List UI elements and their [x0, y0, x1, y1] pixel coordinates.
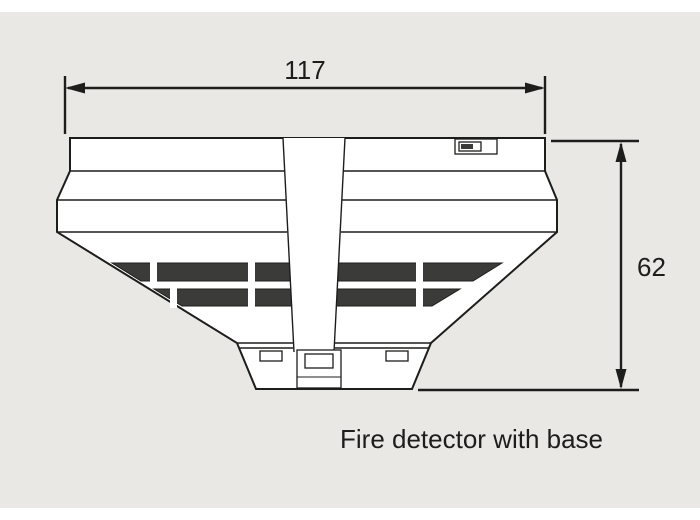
arrowhead-left [65, 82, 85, 94]
height-dimension: 62 [418, 139, 666, 392]
vent-divider [248, 261, 255, 283]
arrowhead-right [525, 82, 545, 94]
vent-divider [170, 287, 177, 308]
bottom-slot-right [385, 350, 409, 362]
height-dimension-label: 62 [637, 252, 666, 282]
detector-drawing [56, 137, 558, 390]
bottom-head [259, 349, 409, 389]
latch-mark [461, 144, 473, 149]
center-channel [282, 137, 346, 353]
vent-divider [416, 261, 423, 283]
detector-edge-lines [57, 170, 557, 233]
arrowhead-down [615, 369, 627, 389]
bottom-center-inset [304, 353, 334, 369]
cone-rim [237, 342, 431, 349]
center-channel-face [283, 138, 345, 352]
center-channel-right-edge [333, 137, 346, 353]
vent-divider [248, 287, 255, 308]
vent-divider [150, 261, 157, 283]
arrowhead-up [615, 142, 627, 162]
center-channel-left-edge [282, 137, 295, 353]
base-latch-detail [454, 138, 498, 155]
width-dimension-label: 117 [284, 55, 325, 85]
vent-divider [416, 287, 423, 308]
width-dimension: 117 [63, 55, 547, 134]
bottom-slot-left [259, 350, 283, 362]
figure-caption: Fire detector with base [340, 424, 603, 454]
